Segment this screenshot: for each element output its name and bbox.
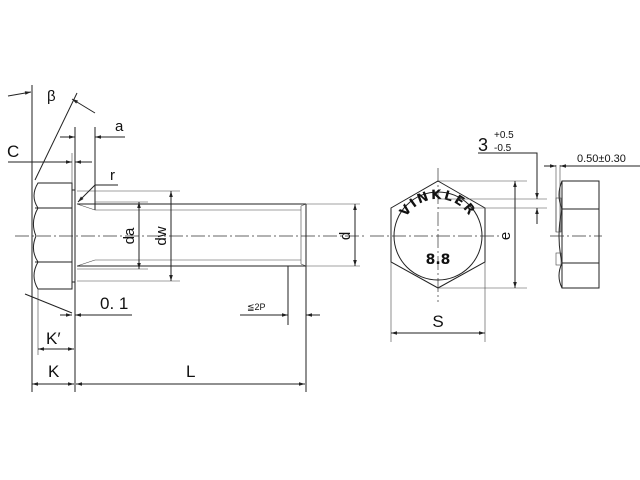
r-label: r xyxy=(110,167,115,184)
bolt-side-view: da dw d β a C r 0. 1 ≦2P xyxy=(7,85,365,392)
a-label: a xyxy=(115,118,124,135)
dw-label: dw xyxy=(153,226,170,245)
thread-runout-label: ≦2P xyxy=(247,302,266,312)
k-prime-label: K′ xyxy=(46,329,61,348)
head-marking-grade: 8.8 xyxy=(426,252,451,268)
s-label: S xyxy=(432,312,443,331)
k-label: K xyxy=(48,362,60,381)
marking-depth-minus: -0.5 xyxy=(494,143,512,154)
bolt-head xyxy=(32,182,73,290)
marking-depth-label: 3 xyxy=(478,135,488,155)
beta-label: β xyxy=(47,88,56,105)
tolerance-0-1-label: 0. 1 xyxy=(100,294,128,313)
da-label: da xyxy=(121,227,138,244)
marking-depth-plus: +0.5 xyxy=(494,130,514,141)
bolt-head-end-view: VINKLER 8.8 e S 3 +0.5 -0.5 xyxy=(370,130,547,342)
bolt-shank xyxy=(76,203,307,392)
bolt-head-side-view: 0.50±0.30 xyxy=(544,153,640,289)
e-label: e xyxy=(497,232,514,240)
d-label: d xyxy=(337,232,354,240)
marking-height-label: 0.50±0.30 xyxy=(577,153,626,165)
l-label: L xyxy=(186,362,195,381)
c-label: C xyxy=(7,142,19,161)
